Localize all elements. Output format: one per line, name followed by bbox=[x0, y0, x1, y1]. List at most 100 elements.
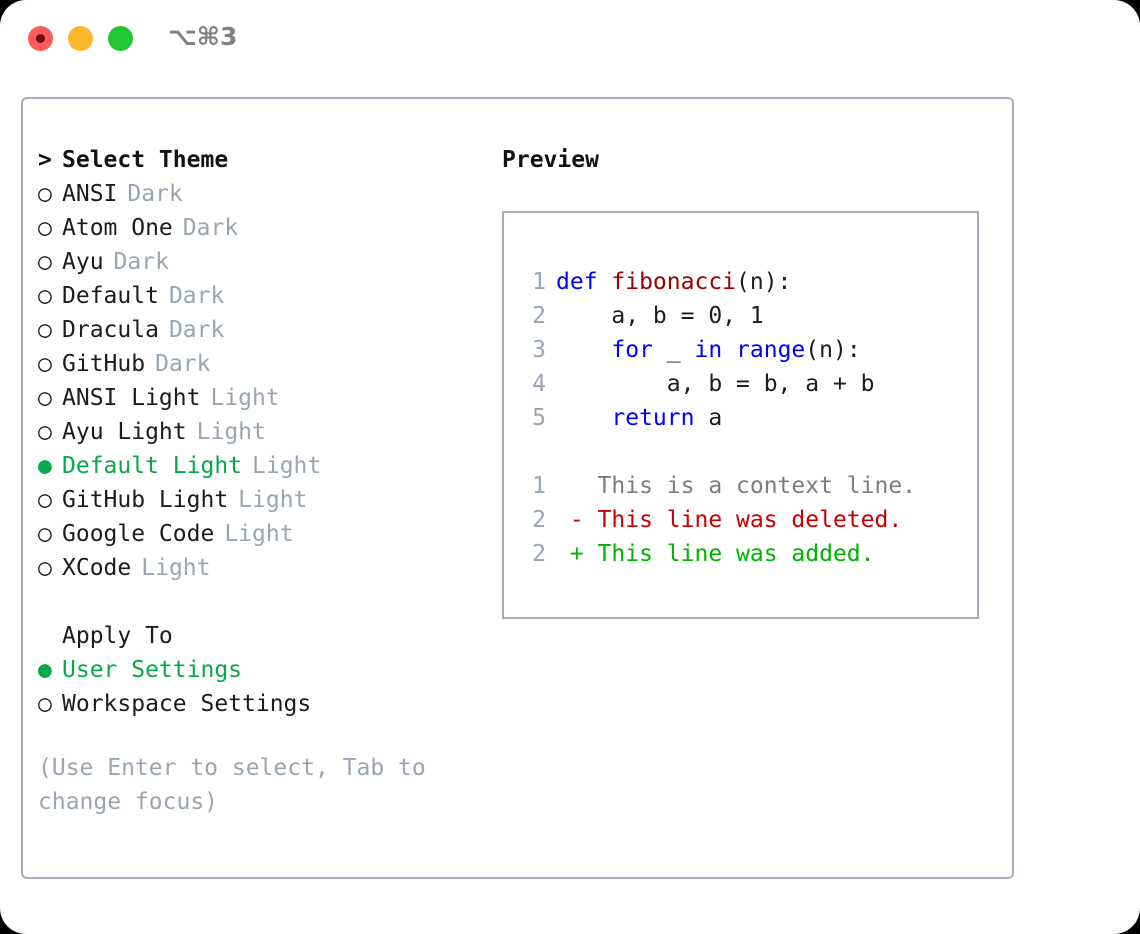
theme-name-label: Atom One bbox=[62, 215, 173, 241]
preview-title: Preview bbox=[502, 147, 599, 173]
line-number: 2 bbox=[532, 541, 546, 567]
close-button[interactable] bbox=[28, 26, 53, 51]
diff-line: 1 This is a context line. bbox=[518, 469, 916, 503]
theme-variant-tag: Dark bbox=[113, 249, 169, 275]
theme-name-label: Ayu Light bbox=[62, 419, 187, 445]
line-number: 1 bbox=[532, 269, 546, 295]
radio-unselected-icon[interactable]: ○ bbox=[38, 419, 52, 445]
theme-list-item[interactable]: ○ Default Dark bbox=[38, 279, 488, 313]
theme-name-label: Google Code bbox=[62, 521, 215, 547]
line-number: 4 bbox=[532, 371, 546, 397]
theme-picker-heading: > Select Theme bbox=[38, 143, 488, 177]
code-line: 2 a, b = 0, 1 bbox=[518, 299, 916, 333]
line-number: 2 bbox=[532, 303, 546, 329]
radio-unselected-icon[interactable]: ○ bbox=[38, 555, 52, 581]
radio-unselected-icon[interactable]: ○ bbox=[38, 181, 52, 207]
radio-unselected-icon[interactable]: ○ bbox=[38, 385, 52, 411]
theme-list-item[interactable]: ○ Ayu Dark bbox=[38, 245, 488, 279]
code-token: range bbox=[736, 337, 806, 363]
code-gap bbox=[518, 435, 916, 469]
theme-list-item[interactable]: ○ Dracula Dark bbox=[38, 313, 488, 347]
radio-unselected-icon[interactable]: ○ bbox=[38, 521, 52, 547]
line-number: 2 bbox=[532, 507, 546, 533]
code-token: for bbox=[611, 337, 653, 363]
radio-selected-icon[interactable]: ● bbox=[38, 453, 52, 479]
code-token: return bbox=[611, 405, 695, 431]
theme-variant-tag: Dark bbox=[168, 317, 225, 343]
radio-unselected-icon[interactable]: ○ bbox=[38, 351, 52, 377]
diff-line: 2 - This line was deleted. bbox=[518, 503, 916, 537]
theme-variant-tag: Dark bbox=[155, 351, 211, 377]
theme-variant-tag: Dark bbox=[127, 181, 183, 207]
theme-name-label: Ayu bbox=[62, 249, 104, 275]
minimize-button[interactable] bbox=[68, 26, 93, 51]
apply-to-label: Workspace Settings bbox=[62, 691, 312, 717]
code-token: fibonacci bbox=[611, 269, 737, 295]
apply-to-label: User Settings bbox=[62, 657, 243, 683]
apply-to-list-item[interactable]: ○ Workspace Settings bbox=[38, 687, 488, 721]
theme-list-item[interactable]: ○ Atom One Dark bbox=[38, 211, 488, 245]
theme-name-label: Dracula bbox=[62, 317, 159, 343]
theme-list-item[interactable]: ○ GitHub Dark bbox=[38, 347, 488, 381]
keyboard-shortcut-label: ⌥⌘3 bbox=[168, 22, 238, 51]
code-token: This is a context line. bbox=[556, 473, 917, 499]
theme-list-item[interactable]: ○ Ayu Light Light bbox=[38, 415, 488, 449]
code-token: def bbox=[556, 269, 612, 295]
theme-name-label: Default bbox=[62, 283, 159, 309]
radio-selected-icon[interactable]: ● bbox=[38, 657, 52, 683]
code-line: 4 a, b = b, a + b bbox=[518, 367, 916, 401]
radio-unselected-icon[interactable]: ○ bbox=[38, 691, 52, 717]
diff-line: 2 + This line was added. bbox=[518, 537, 916, 571]
theme-name-label: Default Light bbox=[62, 453, 243, 479]
radio-unselected-icon[interactable]: ○ bbox=[38, 283, 52, 309]
theme-variant-tag: Dark bbox=[168, 283, 225, 309]
theme-variant-tag: Dark bbox=[182, 215, 239, 241]
theme-name-label: ANSI Light bbox=[62, 385, 201, 411]
theme-name-label: GitHub bbox=[62, 351, 146, 377]
code-token: a, b = 0, 1 bbox=[556, 303, 764, 329]
line-number: 3 bbox=[532, 337, 546, 363]
code-line: 3 for _ in range(n): bbox=[518, 333, 916, 367]
code-token: (n): bbox=[736, 269, 792, 295]
theme-picker-heading-label: Select Theme bbox=[62, 147, 229, 173]
keyboard-hint-text: (Use Enter to select, Tab to change focu… bbox=[38, 755, 426, 815]
spacer-icon: ○ bbox=[38, 619, 62, 653]
theme-variant-tag: Light bbox=[238, 487, 308, 513]
code-line: 5 return a bbox=[518, 401, 916, 435]
code-token bbox=[722, 333, 736, 367]
code-token: - This line was deleted. bbox=[556, 507, 903, 533]
code-token: _ bbox=[652, 337, 695, 363]
selection-marker-icon: > bbox=[38, 147, 52, 173]
maximize-button[interactable] bbox=[108, 26, 133, 51]
radio-unselected-icon[interactable]: ○ bbox=[38, 317, 52, 343]
radio-unselected-icon[interactable]: ○ bbox=[38, 215, 52, 241]
line-number: 1 bbox=[532, 473, 546, 499]
code-token: + This line was added. bbox=[556, 541, 875, 567]
apply-to-list: ● User Settings ○ Workspace Settings bbox=[38, 653, 488, 721]
theme-variant-tag: Light bbox=[196, 419, 266, 445]
apply-to-heading-label: Apply To bbox=[62, 623, 173, 649]
code-token bbox=[556, 401, 611, 435]
code-token: a, b = b, a + b bbox=[556, 371, 875, 397]
theme-variant-tag: Light bbox=[252, 453, 322, 479]
theme-name-label: XCode bbox=[62, 555, 132, 581]
radio-unselected-icon[interactable]: ○ bbox=[38, 487, 52, 513]
code-token: in bbox=[694, 337, 723, 363]
code-token: (n): bbox=[805, 337, 861, 363]
title-bar: ⌥⌘3 bbox=[0, 0, 1140, 78]
apply-to-list-item[interactable]: ● User Settings bbox=[38, 653, 488, 687]
radio-unselected-icon[interactable]: ○ bbox=[38, 249, 52, 275]
code-token: a bbox=[694, 405, 723, 431]
theme-list-item[interactable]: ● Default Light Light bbox=[38, 449, 488, 483]
